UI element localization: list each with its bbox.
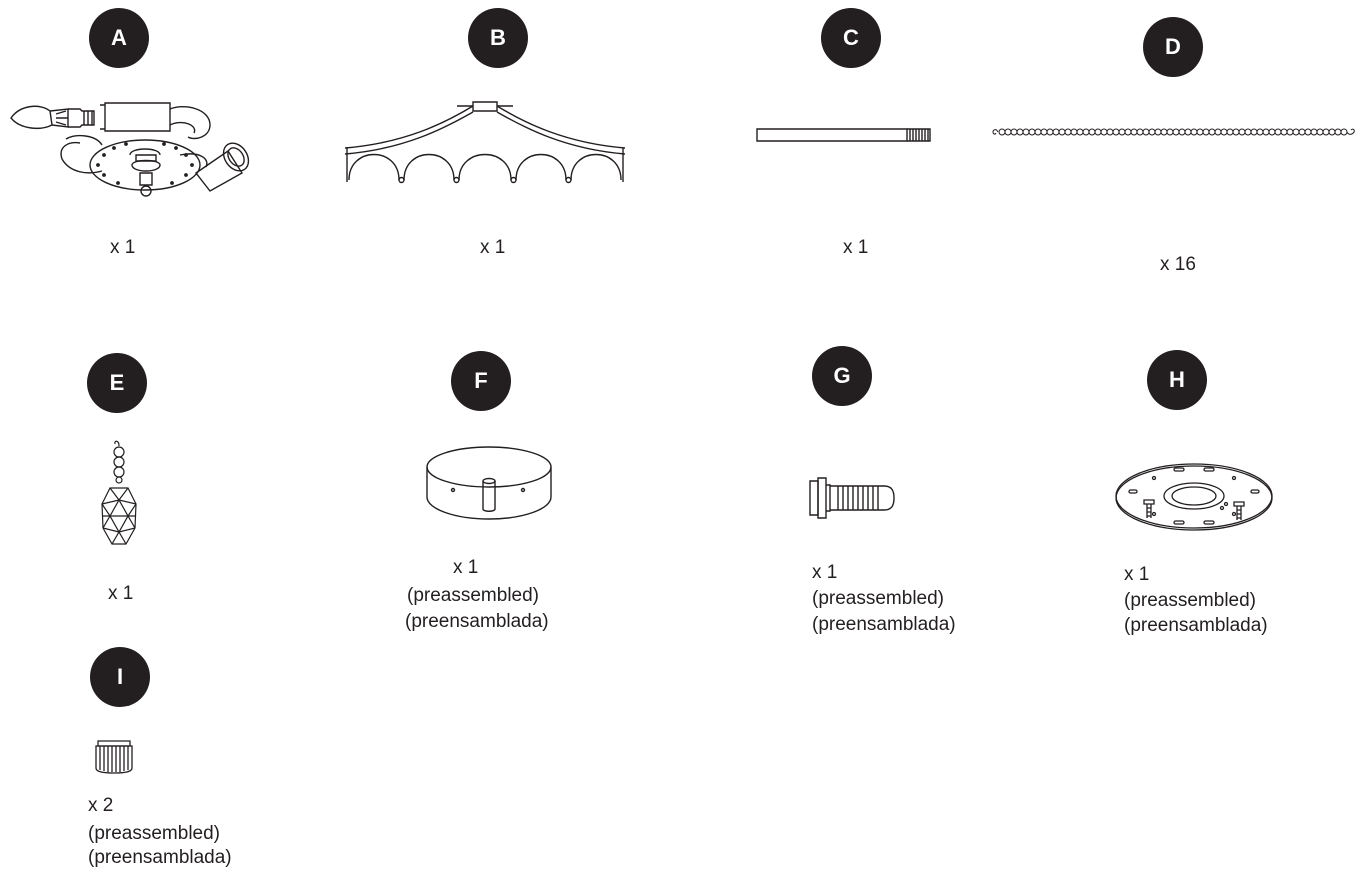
light-fixture-arms-icon: [10, 95, 250, 230]
quantity-label: x 1: [453, 557, 479, 578]
crystal-pendant-icon: [100, 438, 138, 548]
preassembled-note: (preassembled): [1124, 590, 1256, 611]
preensamblada-note: (preensamblada): [88, 847, 232, 868]
knurled-nut-icon: [95, 740, 133, 774]
preassembled-note: (preassembled): [88, 823, 220, 844]
mounting-plate-icon: [1114, 460, 1274, 532]
part-letter-badge: H: [1147, 350, 1207, 410]
quantity-label: x 1: [812, 562, 838, 583]
decorative-frame-icon: [345, 98, 625, 184]
quantity-label: x 2: [88, 795, 114, 816]
preensamblada-note: (preensamblada): [1124, 615, 1268, 636]
preensamblada-note: (preensamblada): [405, 611, 549, 632]
quantity-label: x 1: [480, 237, 506, 258]
bead-chain-icon: [992, 127, 1356, 137]
preassembled-note: (preassembled): [812, 588, 944, 609]
quantity-label: x 1: [110, 237, 136, 258]
part-letter-badge: D: [1143, 17, 1203, 77]
quantity-label: x 1: [1124, 564, 1150, 585]
part-letter-badge: F: [451, 351, 511, 411]
preassembled-note: (preassembled): [407, 585, 539, 606]
quantity-label: x 16: [1160, 254, 1196, 275]
threaded-rod-icon: [756, 127, 932, 143]
part-letter-badge: C: [821, 8, 881, 68]
preensamblada-note: (preensamblada): [812, 614, 956, 635]
part-letter-badge: A: [89, 8, 149, 68]
quantity-label: x 1: [108, 583, 134, 604]
part-letter-badge: I: [90, 647, 150, 707]
screw-icon: [808, 477, 896, 519]
part-letter-badge: E: [87, 353, 147, 413]
part-letter-badge: B: [468, 8, 528, 68]
quantity-label: x 1: [843, 237, 869, 258]
canopy-icon: [425, 445, 553, 525]
part-letter-badge: G: [812, 346, 872, 406]
